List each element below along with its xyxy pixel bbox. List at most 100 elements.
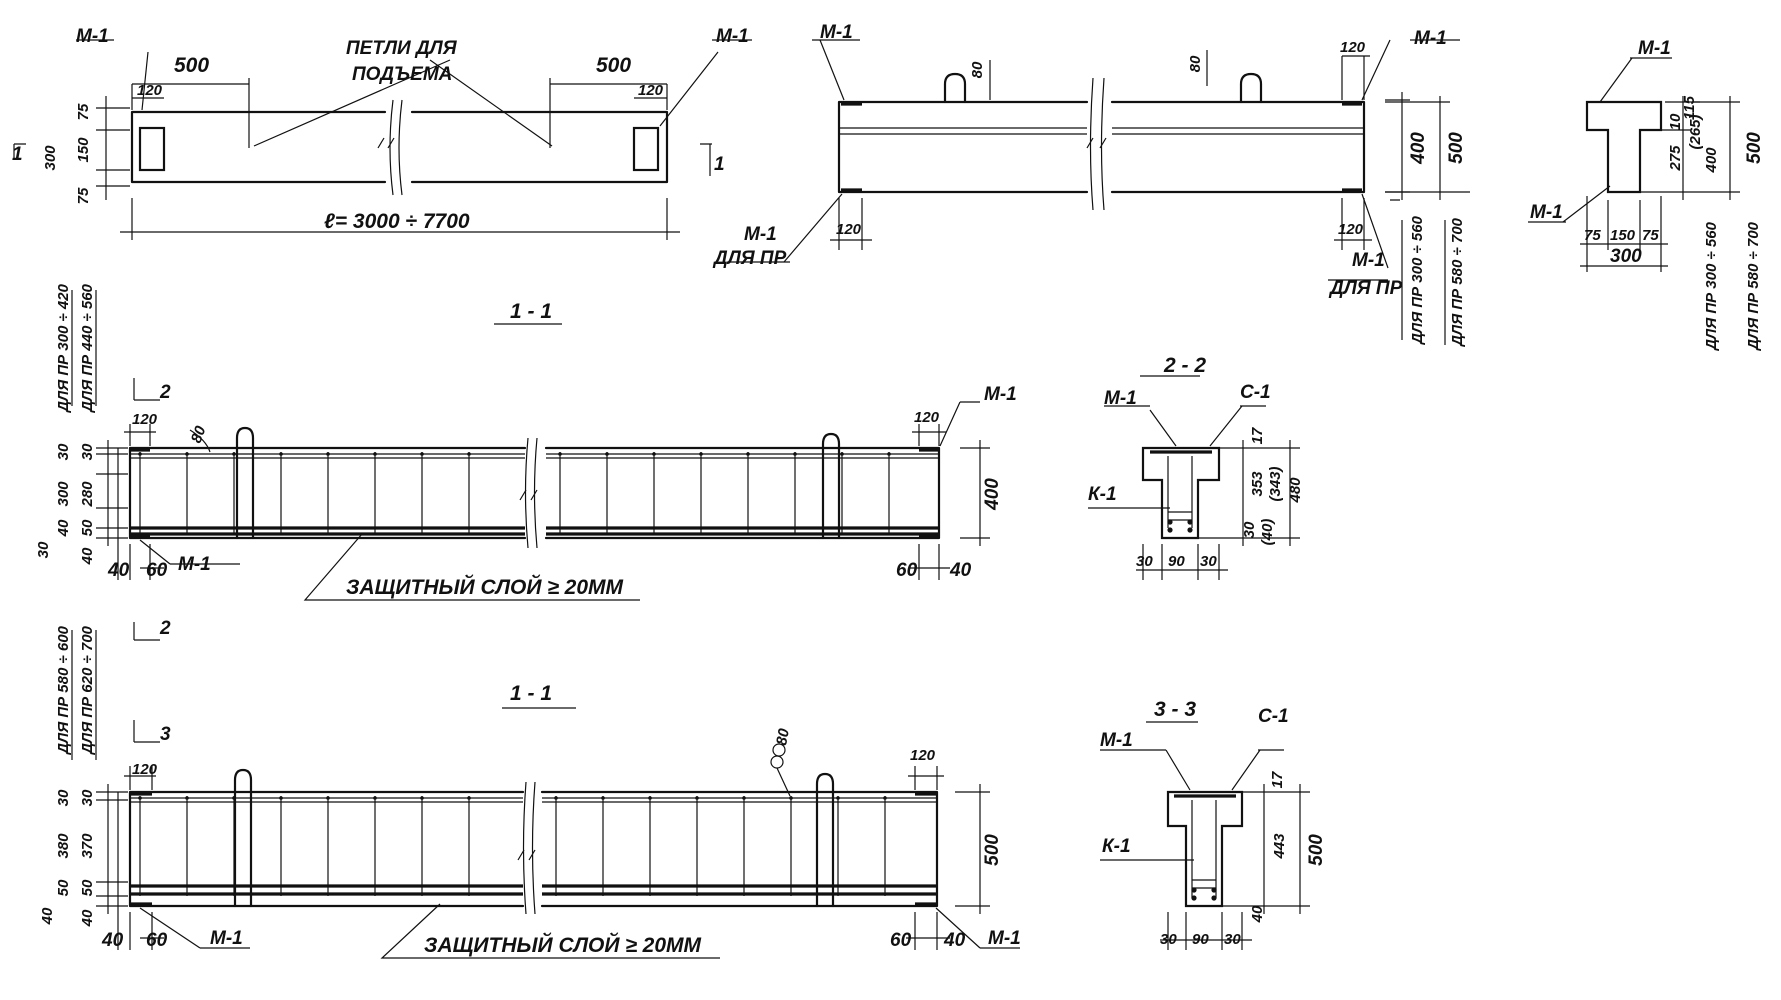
elev-for-pr-bottom-right: ДЛЯ ПР [1328, 278, 1403, 299]
top-bar-dot [420, 796, 424, 800]
xsec-dim-75-right: 75 [1642, 227, 1659, 244]
s22-k1: К-1 [1088, 484, 1117, 505]
top-bar-dot [326, 452, 330, 456]
s33-k1: К-1 [1102, 836, 1131, 857]
s11a-dim-40-left: 40 [107, 560, 130, 581]
top-bar-dot [746, 452, 750, 456]
top-bar-dot [836, 796, 840, 800]
s11a-dim-80: 80 [188, 423, 210, 445]
elev-range-300-560: ДЛЯ ПР 300 ÷ 560 [1409, 215, 1426, 345]
xsec-dim-115: 115 [1681, 95, 1698, 120]
plan-view [13, 39, 752, 240]
top-bar-dot [279, 796, 283, 800]
s11b-v30-b: 30 [79, 789, 96, 806]
top-bar-dot [138, 796, 142, 800]
s11b-v40: 40 [39, 907, 56, 925]
cross-section-t [1528, 57, 1740, 272]
s11b-dim-120-right: 120 [910, 747, 936, 764]
plan-cut-1-right: 1 [714, 154, 725, 175]
plan-dim-300: 300 [42, 145, 59, 171]
s11b-dim-40-right: 40 [943, 930, 966, 951]
top-bar-dot [373, 452, 377, 456]
s22-bottom-90: 90 [1168, 553, 1185, 570]
top-bar-dot [742, 796, 746, 800]
top-bar-dot [699, 452, 703, 456]
stirrups-group [138, 452, 891, 896]
xsec-m1-bottom: М-1 [1530, 202, 1563, 223]
top-bar-dot [695, 796, 699, 800]
section-1-1-upper-cut-mark-bottom: 2 [159, 618, 171, 639]
elev-range-580-700: ДЛЯ ПР 580 ÷ 700 [1449, 217, 1466, 347]
embedded-plate-left [138, 126, 166, 172]
top-bar-dot [467, 452, 471, 456]
top-bar-dot [326, 796, 330, 800]
elev-m1-top-left: М-1 [820, 22, 853, 43]
plan-span-label: ℓ= 3000 ÷ 7700 [324, 210, 470, 233]
s11b-v380: 380 [55, 833, 72, 859]
plan-dim-500-left: 500 [174, 54, 209, 77]
s11a-v40: 40 [55, 519, 72, 537]
s11a-dim-40-right: 40 [949, 560, 972, 581]
section-1-1-upper-cut-mark: 2 [159, 382, 171, 403]
xsec-dim-75-left: 75 [1584, 227, 1601, 244]
xsec-dim-500: 500 [1744, 132, 1765, 164]
s11b-v370: 370 [79, 833, 96, 859]
section-2-2-title: 2 - 2 [1163, 354, 1206, 377]
s22-dim-343: (343) [1267, 466, 1284, 501]
s33-dim-500: 500 [1306, 834, 1327, 866]
plan-loops-label-1: ПЕТЛИ ДЛЯ [346, 38, 458, 59]
s11a-m1-bottom-left: М-1 [178, 554, 211, 575]
s33-c1: С-1 [1258, 706, 1289, 727]
xsec-range-300-560: ДЛЯ ПР 300 ÷ 560 [1703, 221, 1720, 351]
top-bar-dot [887, 452, 891, 456]
s22-m1: М-1 [1104, 388, 1137, 409]
elev-m1-bottom-right: М-1 [1352, 250, 1385, 271]
plan-cut-1-left: 1 [12, 144, 23, 165]
s22-c1: С-1 [1240, 382, 1271, 403]
s11b-range-620-700: ДЛЯ ПР 620 ÷ 700 [79, 625, 96, 755]
section-1-1-lower-cut-mark: 3 [160, 724, 171, 745]
top-bar-dot [840, 452, 844, 456]
s11b-dim-40-left: 40 [101, 930, 124, 951]
xsec-range-580-700: ДЛЯ ПР 580 ÷ 700 [1745, 221, 1762, 351]
s11a-dim-60-right: 60 [896, 560, 918, 581]
s11a-m1-top-right: М-1 [984, 384, 1017, 405]
s11b-dim-120-left: 120 [132, 761, 158, 778]
s33-m1: М-1 [1100, 730, 1133, 751]
loop-1-1a-right [821, 432, 841, 540]
s11a-v30-a: 30 [55, 443, 72, 460]
s22-dim-353: 353 [1249, 471, 1266, 497]
s11a-dim-120-right: 120 [914, 409, 940, 426]
s33-dim-40: 40 [1249, 905, 1266, 923]
s33-bottom-30-right: 30 [1224, 931, 1241, 948]
section-1-1-lower [71, 630, 1020, 959]
elev-m1-top-right: М-1 [1414, 28, 1447, 49]
s33-bottom-30-left: 30 [1160, 931, 1177, 948]
s11a-protective-layer: ЗАЩИТНЫЙ СЛОЙ ≥ 20ММ [346, 575, 624, 599]
s11b-dim-80: 80 [773, 727, 793, 747]
elev-m1-bottom-left: М-1 [744, 224, 777, 245]
s11b-v40-b: 40 [79, 909, 96, 927]
s33-bottom-90: 90 [1192, 931, 1209, 948]
plan-dim-150: 150 [75, 137, 92, 163]
s11a-dim-120-left: 120 [132, 411, 158, 428]
elev-dim-120-bottom-right: 120 [1338, 221, 1364, 238]
lifting-loop-left [943, 72, 967, 104]
elev-dim-80-left: 80 [969, 61, 986, 78]
plan-dim-500-right: 500 [596, 54, 631, 77]
lifting-loop-right [1239, 72, 1263, 104]
top-bar-dot [185, 796, 189, 800]
s11a-v30-c: 30 [35, 541, 52, 558]
s11b-dim-500: 500 [982, 834, 1003, 866]
s11b-m1-bottom-right: М-1 [988, 928, 1021, 949]
top-bar-dot [467, 796, 471, 800]
top-bar-dot [648, 796, 652, 800]
s11b-dim-60-left: 60 [146, 930, 168, 951]
section-1-1-lower-title: 1 - 1 [510, 682, 552, 705]
section-3-3-outline [1166, 790, 1244, 908]
section-2-2 [1088, 375, 1300, 580]
plan-dim-120-left: 120 [137, 82, 163, 99]
section-2-2-outline [1141, 446, 1221, 540]
